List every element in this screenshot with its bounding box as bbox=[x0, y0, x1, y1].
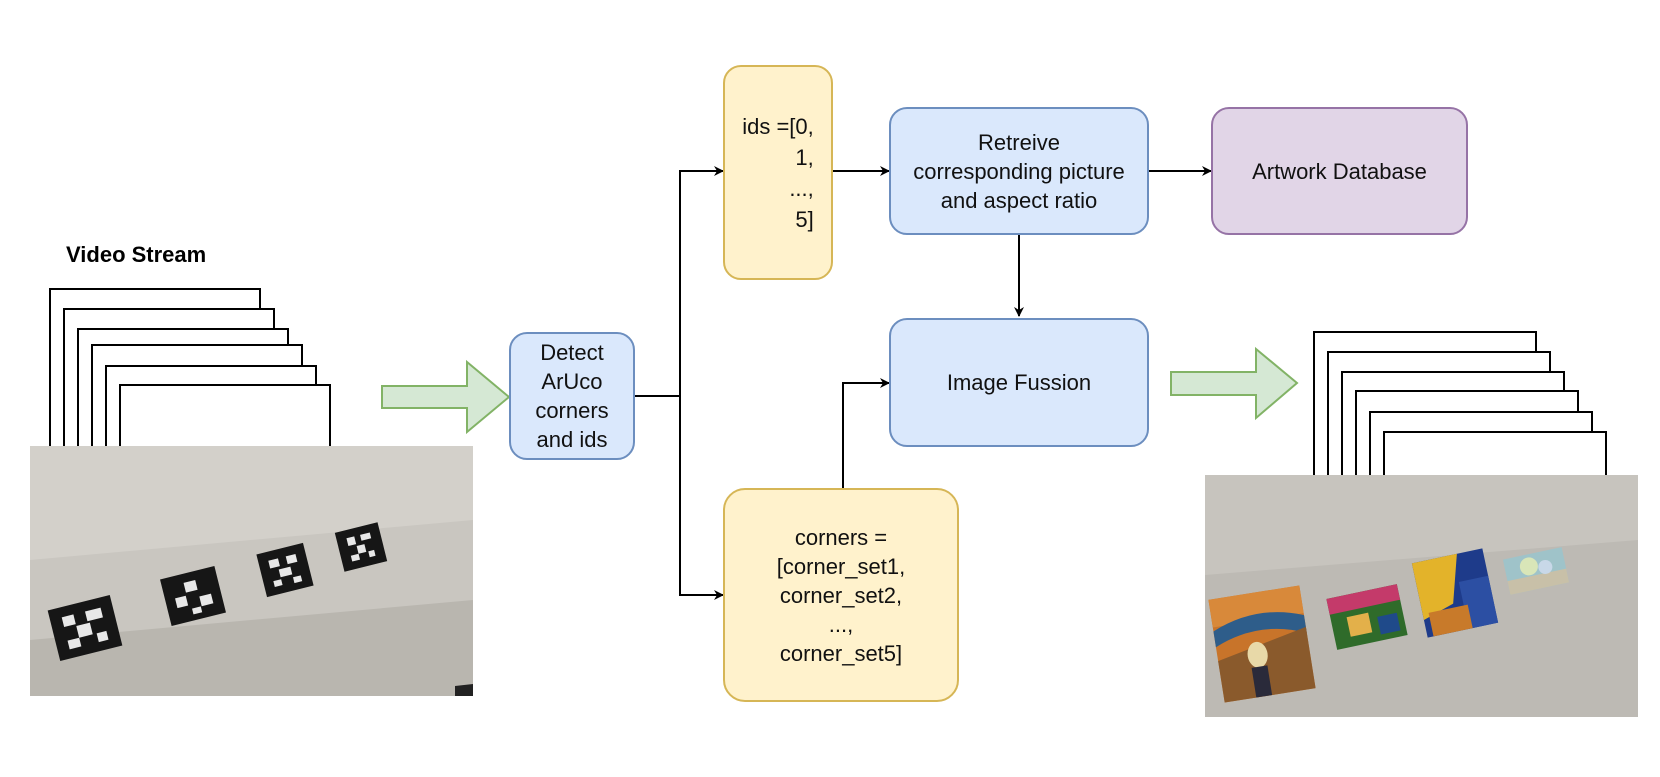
artwork-database-text: Artwork Database bbox=[1252, 158, 1427, 184]
connector-corners-to-fusion bbox=[842, 378, 890, 488]
connectors bbox=[635, 166, 1212, 600]
detect-aruco-node: Detect ArUco corners and ids bbox=[509, 332, 635, 460]
aruco-marker-3 bbox=[256, 542, 314, 598]
output-flow-arrow bbox=[1170, 346, 1299, 421]
input-photo-aruco-markers bbox=[30, 446, 473, 696]
artwork-database-node: Artwork Database bbox=[1211, 107, 1468, 235]
video-stream-label: Video Stream bbox=[66, 242, 207, 267]
image-fusion-node: Image Fussion bbox=[889, 318, 1149, 447]
input-flow-arrow bbox=[381, 359, 511, 435]
aruco-marker-1 bbox=[47, 595, 123, 661]
output-photo-artworks bbox=[1205, 475, 1638, 717]
artwork-cafe-terrace bbox=[1411, 548, 1499, 638]
corners-text: corners = [corner_set1, corner_set2, ...… bbox=[776, 524, 906, 666]
artwork-scream bbox=[1208, 585, 1316, 703]
connector-detect-to-ids bbox=[635, 166, 724, 397]
aruco-marker-2 bbox=[160, 565, 226, 627]
image-fusion-text: Image Fussion bbox=[946, 370, 1092, 395]
artwork-tree bbox=[1502, 547, 1570, 595]
aruco-marker-4 bbox=[334, 522, 388, 572]
detect-aruco-text: Detect ArUco corners and ids bbox=[535, 340, 609, 452]
ids-text: ids =[0, 1, ..., 5] bbox=[742, 113, 814, 232]
retrieve-text: Retreive corresponding picture and aspec… bbox=[913, 129, 1125, 213]
corners-node: corners = [corner_set1, corner_set2, ...… bbox=[723, 488, 959, 702]
retrieve-node: Retreive corresponding picture and aspec… bbox=[889, 107, 1149, 235]
connector-detect-to-corners bbox=[679, 396, 724, 600]
artwork-garden bbox=[1326, 584, 1408, 650]
ids-node: ids =[0, 1, ..., 5] bbox=[723, 65, 833, 280]
